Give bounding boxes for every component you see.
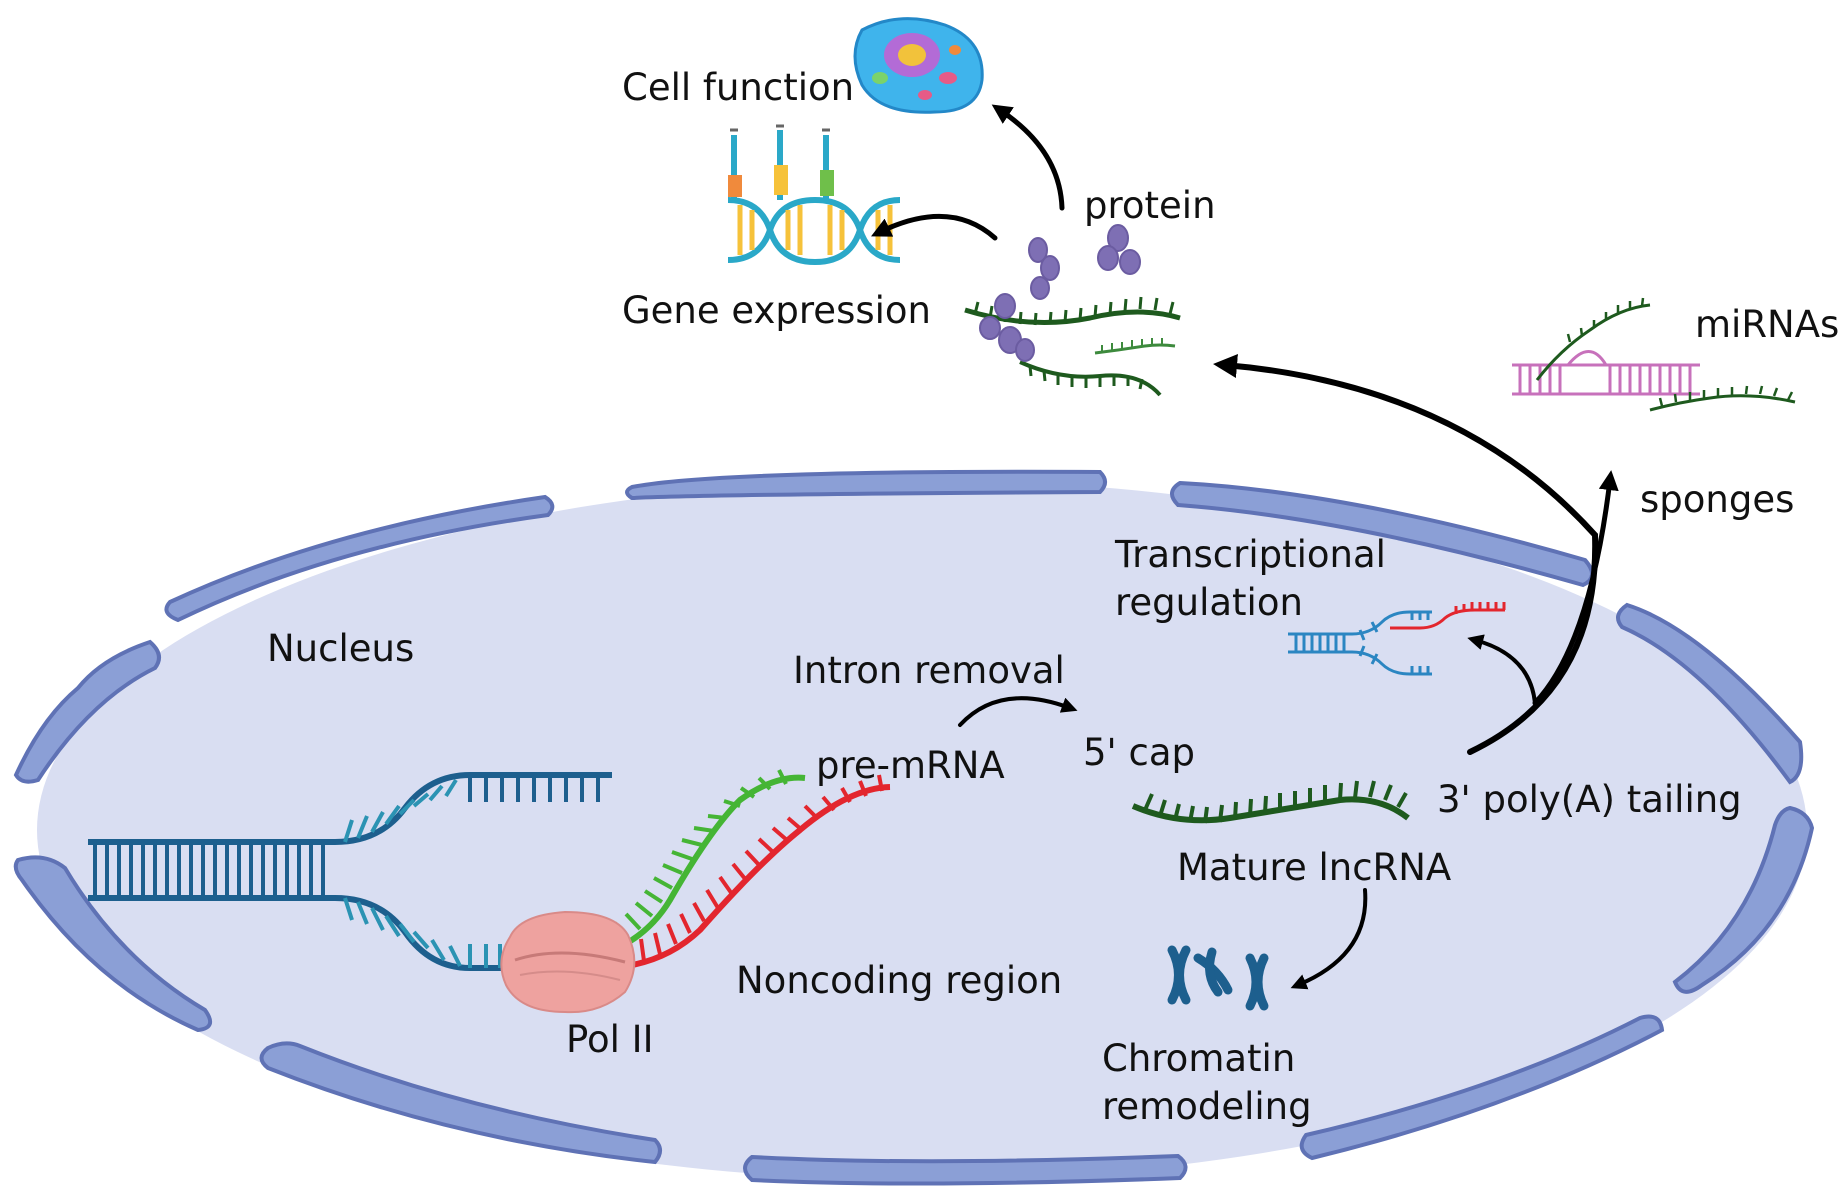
envelope-segment xyxy=(164,494,555,623)
envelope-segment xyxy=(1170,480,1594,588)
label-poly-a-tailing: 3' poly(A) tailing xyxy=(1437,778,1742,821)
arrow-to-cell-function xyxy=(991,104,1065,211)
label-intron-removal: Intron removal xyxy=(793,649,1065,692)
arrow-to-mrna-group xyxy=(1213,354,1599,755)
envelope-segment xyxy=(13,855,213,1033)
label-cell-function: Cell function xyxy=(622,66,855,109)
label-sponges: sponges xyxy=(1640,478,1795,521)
mature-lncrna-strand xyxy=(1131,780,1410,824)
label-gene-expression: Gene expression xyxy=(622,289,931,332)
label-protein: protein xyxy=(1084,184,1216,227)
label-mature-lncrna: Mature lncRNA xyxy=(1177,846,1452,889)
envelope-segment xyxy=(625,469,1107,501)
chromosomes-icon xyxy=(1167,945,1269,1011)
arrow-intron-removal xyxy=(958,696,1078,727)
cell-icon xyxy=(853,17,984,114)
envelope-segment xyxy=(1299,1014,1665,1161)
pol-ii-enzyme xyxy=(500,910,636,1014)
label-noncoding-region: Noncoding region xyxy=(736,959,1063,1002)
label-pre-mrna: pre-mRNA xyxy=(816,744,1005,787)
label-pol-ii: Pol II xyxy=(566,1018,654,1061)
label-nucleus: Nucleus xyxy=(267,627,415,670)
envelope-segment xyxy=(743,1153,1188,1186)
arrow-transcriptional-regulation xyxy=(1467,634,1537,705)
envelope-segment xyxy=(259,1041,662,1165)
dna-double-helix xyxy=(88,772,612,971)
label-five-cap: 5' cap xyxy=(1083,731,1195,774)
mrna-translation-group xyxy=(964,224,1181,397)
arrow-to-chromatin xyxy=(1290,888,1368,990)
gene-expression-icon xyxy=(727,124,901,266)
label-transcriptional-regulation-line1: Transcriptional xyxy=(1115,533,1386,576)
arrow-to-sponges xyxy=(1532,470,1619,706)
noncoding-rna-strand xyxy=(599,774,891,971)
transcriptional-regulation-dna xyxy=(1288,602,1506,676)
mirna-sponge-motif xyxy=(1512,297,1796,412)
envelope-segment xyxy=(13,639,161,784)
label-chromatin-line1: Chromatin xyxy=(1102,1037,1296,1080)
pathway-arrows xyxy=(871,104,1619,990)
label-transcriptional-regulation-line2: regulation xyxy=(1115,581,1303,624)
label-chromatin-line2: remodeling xyxy=(1102,1085,1312,1128)
label-mirnas: miRNAs xyxy=(1695,303,1840,346)
arrow-to-gene-expression xyxy=(871,214,998,241)
envelope-segment xyxy=(1616,602,1804,785)
envelope-segment xyxy=(1672,805,1815,994)
nuclear-envelope xyxy=(13,469,1815,1186)
